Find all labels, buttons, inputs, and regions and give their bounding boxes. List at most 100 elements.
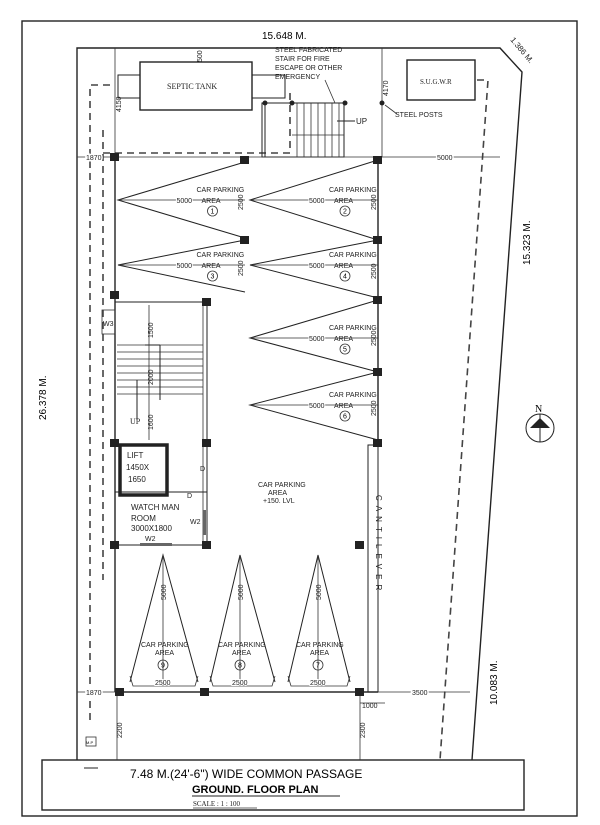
svg-text:2500: 2500 bbox=[155, 680, 171, 687]
spot-number: 3 bbox=[211, 274, 215, 281]
svg-text:5000: 5000 bbox=[161, 584, 168, 600]
svg-text:UP: UP bbox=[130, 417, 141, 426]
spot-label: CAR PARKING bbox=[197, 252, 245, 259]
svg-text:1650: 1650 bbox=[128, 475, 146, 484]
svg-text:5000: 5000 bbox=[316, 584, 323, 600]
svg-text:8: 8 bbox=[238, 663, 242, 670]
dim-right-upper: 15.323 M. bbox=[522, 221, 533, 265]
column bbox=[110, 541, 119, 549]
spot-width: 2500 bbox=[371, 330, 378, 346]
column bbox=[373, 439, 382, 447]
svg-text:AREA: AREA bbox=[202, 263, 221, 270]
svg-text:CAR PARKING: CAR PARKING bbox=[141, 642, 189, 649]
dim-left: 26.378 M. bbox=[38, 376, 49, 420]
svg-text:STAIR FOR FIRE: STAIR FOR FIRE bbox=[275, 56, 330, 63]
svg-text:1500: 1500 bbox=[148, 322, 155, 338]
plan-title: GROUND. FLOOR PLAN bbox=[192, 784, 319, 796]
svg-text:5000: 5000 bbox=[238, 584, 245, 600]
svg-text:2200: 2200 bbox=[117, 722, 124, 738]
svg-text:W2: W2 bbox=[190, 519, 201, 526]
spot-length: 5000 bbox=[309, 198, 325, 205]
spot-number: 6 bbox=[343, 414, 347, 421]
drain-line-right bbox=[439, 79, 489, 761]
column bbox=[355, 688, 364, 696]
column bbox=[110, 291, 119, 299]
svg-text:STEEL FABRICATED: STEEL FABRICATED bbox=[275, 47, 342, 54]
spot-label: CAR PARKING bbox=[197, 187, 245, 194]
svg-text:D: D bbox=[200, 466, 205, 473]
spot-length: 5000 bbox=[177, 198, 193, 205]
sugwr-tank bbox=[406, 59, 476, 101]
svg-text:2000: 2000 bbox=[148, 369, 155, 385]
svg-text:S.U.G.W.R: S.U.G.W.R bbox=[420, 78, 452, 86]
svg-text:UP: UP bbox=[356, 117, 367, 126]
svg-text:1600: 1600 bbox=[148, 414, 155, 430]
common-passage bbox=[41, 759, 525, 811]
spot-label: CAR PARKING bbox=[329, 325, 377, 332]
column bbox=[202, 439, 211, 447]
column bbox=[202, 298, 211, 306]
column bbox=[110, 153, 119, 161]
spot-width: 2500 bbox=[371, 194, 378, 210]
spot-width: 2500 bbox=[238, 260, 245, 276]
scale-label: SCALE : 1 : 100 bbox=[193, 800, 241, 808]
svg-text:3500: 3500 bbox=[412, 690, 428, 697]
spot-number: 1 bbox=[211, 209, 215, 216]
svg-text:7: 7 bbox=[316, 663, 320, 670]
spot-label: CAR PARKING bbox=[329, 392, 377, 399]
svg-text:AREA: AREA bbox=[334, 403, 353, 410]
svg-text:AREA: AREA bbox=[334, 263, 353, 270]
svg-text:4150: 4150 bbox=[116, 96, 123, 112]
dim-top: 15.648 M. bbox=[262, 31, 306, 42]
svg-text:CAR PARKING: CAR PARKING bbox=[218, 642, 266, 649]
septic-tank-label: SEPTIC TANK bbox=[167, 82, 217, 91]
svg-text:ROOM: ROOM bbox=[131, 514, 156, 523]
svg-text:2500: 2500 bbox=[310, 680, 326, 687]
spot-label: CAR PARKING bbox=[329, 252, 377, 259]
column bbox=[115, 688, 124, 696]
svg-text:9: 9 bbox=[161, 663, 165, 670]
svg-text:AREA: AREA bbox=[334, 198, 353, 205]
svg-text:1000: 1000 bbox=[362, 703, 378, 710]
svg-text:3000X1800: 3000X1800 bbox=[131, 524, 172, 533]
svg-text:1870: 1870 bbox=[86, 155, 102, 162]
column bbox=[373, 296, 382, 304]
mp-label: M.P bbox=[86, 740, 93, 745]
spot-width: 2500 bbox=[238, 194, 245, 210]
spot-length: 5000 bbox=[309, 263, 325, 270]
spot-number: 5 bbox=[343, 347, 347, 354]
svg-text:1450X: 1450X bbox=[126, 463, 150, 472]
svg-text:ESCAPE OR OTHER: ESCAPE OR OTHER bbox=[275, 65, 342, 72]
svg-text:4170: 4170 bbox=[383, 80, 390, 96]
lift bbox=[118, 443, 169, 497]
svg-text:W3: W3 bbox=[103, 321, 114, 328]
svg-text:LIFT: LIFT bbox=[127, 451, 144, 460]
svg-text:5000: 5000 bbox=[437, 155, 453, 162]
svg-text:1870: 1870 bbox=[86, 690, 102, 697]
svg-text:D: D bbox=[187, 493, 192, 500]
svg-text:W2: W2 bbox=[145, 536, 156, 543]
svg-text:CANTILEVER: CANTILEVER bbox=[374, 495, 383, 595]
svg-text:AREA: AREA bbox=[232, 650, 251, 657]
column bbox=[200, 688, 209, 696]
svg-text:EMERGENCY: EMERGENCY bbox=[275, 74, 320, 81]
column bbox=[110, 439, 119, 447]
column bbox=[373, 156, 382, 164]
svg-text:2300: 2300 bbox=[360, 722, 367, 738]
spot-width: 2500 bbox=[371, 400, 378, 416]
svg-text:STEEL POSTS: STEEL POSTS bbox=[395, 112, 443, 119]
svg-text:AREA: AREA bbox=[268, 490, 287, 497]
fire-escape-stair: UP bbox=[261, 100, 385, 158]
svg-text:500: 500 bbox=[197, 50, 204, 62]
svg-text:CAR PARKING: CAR PARKING bbox=[258, 482, 306, 489]
passage-label: 7.48 M.(24'-6") WIDE COMMON PASSAGE bbox=[130, 767, 362, 781]
dim-right-lower: 10.083 M. bbox=[489, 661, 500, 705]
